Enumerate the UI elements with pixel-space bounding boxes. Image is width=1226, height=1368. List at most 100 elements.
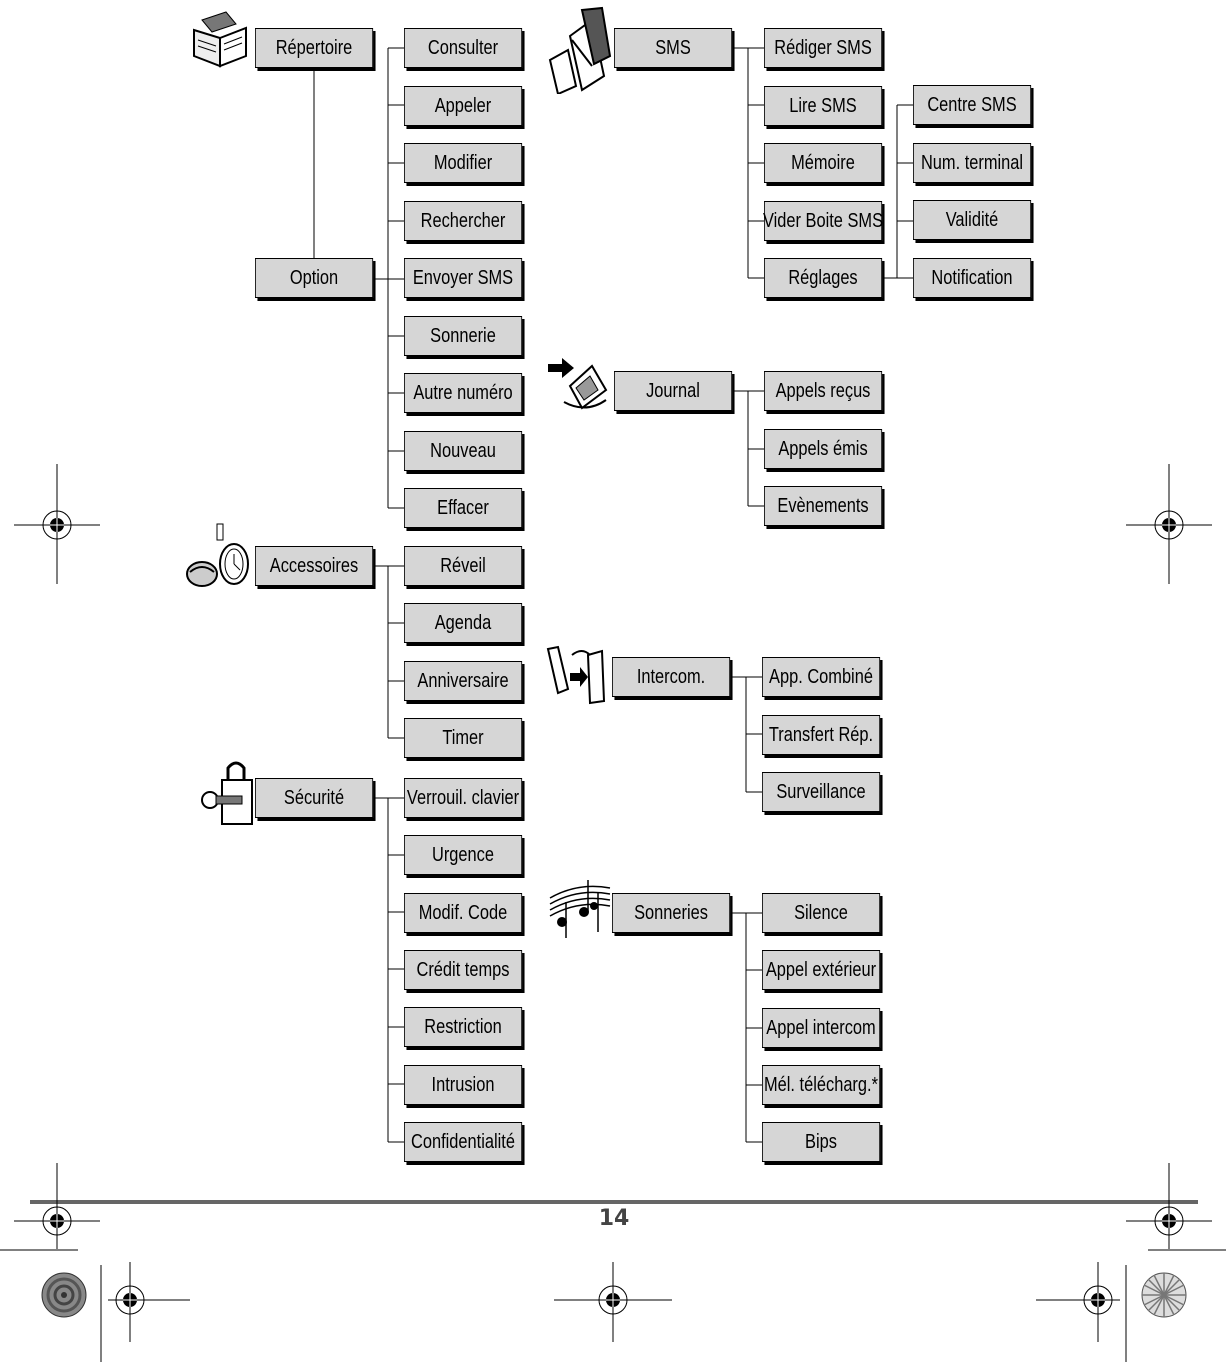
menu-item-sonnerie-label: Sonnerie xyxy=(430,324,496,347)
menu-item-consulter: Consulter xyxy=(404,28,522,68)
menu-item-rediger-sms: Rédiger SMS xyxy=(764,28,882,68)
registration-mark-icon xyxy=(554,1262,672,1342)
menu-item-appels-emis: Appels émis xyxy=(764,429,882,469)
color-wheel-icon xyxy=(41,1272,87,1318)
menu-item-lire-sms: Lire SMS xyxy=(764,86,882,126)
menu-item-nouveau: Nouveau xyxy=(404,431,522,471)
menu-item-appel-exterieur-label: Appel extérieur xyxy=(765,958,877,981)
menu-journal: Journal xyxy=(614,371,732,411)
menu-item-intrusion: Intrusion xyxy=(404,1065,522,1105)
menu-repertoire: Répertoire xyxy=(255,28,373,68)
menu-item-reglages-label: Réglages xyxy=(788,266,858,289)
handset-transfer-icon xyxy=(546,645,606,705)
menu-item-surveillance: Surveillance xyxy=(762,772,880,812)
menu-item-silence: Silence xyxy=(762,893,880,933)
menu-item-nouveau-label: Nouveau xyxy=(430,439,496,462)
padlock-key-icon xyxy=(201,761,253,825)
menu-item-num-terminal: Num. terminal xyxy=(913,143,1031,183)
menu-intercom: Intercom. xyxy=(612,657,730,697)
menu-item-reglages: Réglages xyxy=(764,258,882,298)
menu-item-urgence-label: Urgence xyxy=(431,843,494,866)
menu-item-centre-sms: Centre SMS xyxy=(913,85,1031,125)
menu-item-appel-intercom: Appel intercom xyxy=(762,1008,880,1048)
menu-item-bips-label: Bips xyxy=(805,1130,837,1153)
menu-item-effacer: Effacer xyxy=(404,488,522,528)
page-number: 14 xyxy=(598,1206,630,1231)
menu-securite: Sécurité xyxy=(255,778,373,818)
registration-mark-icon xyxy=(14,464,100,584)
menu-item-transfert-rep: Transfert Rép. xyxy=(762,715,880,755)
menu-item-appeler-label: Appeler xyxy=(434,94,492,117)
menu-item-agenda-label: Agenda xyxy=(434,611,492,634)
menu-item-appels-recus-label: Appels reçus xyxy=(775,379,871,402)
menu-item-vider-boite-sms: Vider Boite SMS xyxy=(763,201,883,241)
menu-item-centre-sms-label: Centre SMS xyxy=(927,93,1017,116)
menu-item-timer: Timer xyxy=(404,718,522,758)
menu-item-reveil-label: Réveil xyxy=(440,554,486,577)
menu-item-verrouil-clavier: Verrouil. clavier xyxy=(404,778,522,818)
call-log-icon xyxy=(548,358,608,410)
menu-item-envoyer-sms: Envoyer SMS xyxy=(404,258,522,298)
menu-item-confidentialite: Confidentialité xyxy=(404,1122,522,1162)
registration-mark-icon xyxy=(1126,1163,1212,1249)
menu-item-transfert-rep-label: Transfert Rép. xyxy=(768,723,874,746)
color-wheel-icon xyxy=(1141,1272,1187,1318)
menu-journal-label: Journal xyxy=(646,379,700,402)
menu-item-rediger-sms-label: Rédiger SMS xyxy=(774,36,872,59)
menu-item-lire-sms-label: Lire SMS xyxy=(789,94,857,117)
menu-sonneries-label: Sonneries xyxy=(634,901,708,924)
registration-mark-icon xyxy=(14,1163,100,1249)
menu-item-restriction-label: Restriction xyxy=(424,1015,502,1038)
menu-accessoires: Accessoires xyxy=(255,546,373,586)
menu-item-modif-code: Modif. Code xyxy=(404,893,522,933)
menu-item-memoire: Mémoire xyxy=(764,143,882,183)
menu-item-notification-label: Notification xyxy=(931,266,1013,289)
menu-item-validite-label: Validité xyxy=(945,208,999,231)
music-notes-icon xyxy=(549,880,611,938)
menu-item-mel-telecharg: Mél. télécharg.* xyxy=(762,1065,880,1105)
menu-item-verrouil-clavier-label: Verrouil. clavier xyxy=(406,786,520,809)
menu-item-validite: Validité xyxy=(913,200,1031,240)
menu-item-agenda: Agenda xyxy=(404,603,522,643)
menu-item-timer-label: Timer xyxy=(442,726,484,749)
alarm-clock-icon xyxy=(186,523,249,587)
menu-item-intrusion-label: Intrusion xyxy=(431,1073,495,1096)
letters-icon xyxy=(548,6,612,94)
menu-item-notification: Notification xyxy=(913,258,1031,298)
menu-item-credit-temps-label: Crédit temps xyxy=(416,958,510,981)
menu-item-appels-recus: Appels reçus xyxy=(764,371,882,411)
menu-item-urgence: Urgence xyxy=(404,835,522,875)
menu-item-appeler: Appeler xyxy=(404,86,522,126)
menu-item-restriction: Restriction xyxy=(404,1007,522,1047)
registration-mark-icon xyxy=(108,1262,190,1342)
menu-item-app-combine-label: App. Combiné xyxy=(769,665,873,688)
menu-sonneries: Sonneries xyxy=(612,893,730,933)
menu-item-rechercher: Rechercher xyxy=(404,201,522,241)
menu-item-surveillance-label: Surveillance xyxy=(776,780,866,803)
menu-item-appel-exterieur: Appel extérieur xyxy=(762,950,880,990)
menu-item-silence-label: Silence xyxy=(794,901,848,924)
menu-item-memoire-label: Mémoire xyxy=(791,151,855,174)
menu-item-app-combine: App. Combiné xyxy=(762,657,880,697)
menu-item-appel-intercom-label: Appel intercom xyxy=(766,1016,876,1039)
menu-item-num-terminal-label: Num. terminal xyxy=(920,151,1024,174)
menu-sms-label: SMS xyxy=(655,36,691,59)
registration-mark-icon xyxy=(1036,1262,1120,1342)
menu-item-autre-numero: Autre numéro xyxy=(404,373,522,413)
menu-item-credit-temps: Crédit temps xyxy=(404,950,522,990)
menu-item-modifier: Modifier xyxy=(404,143,522,183)
menu-item-confidentialite-label: Confidentialité xyxy=(411,1130,515,1153)
menu-item-reveil: Réveil xyxy=(404,546,522,586)
menu-item-envoyer-sms-label: Envoyer SMS xyxy=(412,266,514,289)
menu-item-anniversaire-label: Anniversaire xyxy=(417,669,509,692)
registration-mark-icon xyxy=(1126,464,1212,584)
menu-option: Option xyxy=(255,258,373,298)
menu-accessoires-label: Accessoires xyxy=(269,554,359,577)
menu-securite-label: Sécurité xyxy=(283,786,345,809)
menu-item-modif-code-label: Modif. Code xyxy=(418,901,508,924)
menu-item-anniversaire: Anniversaire xyxy=(404,661,522,701)
menu-item-appels-emis-label: Appels émis xyxy=(778,437,868,460)
menu-item-sonnerie: Sonnerie xyxy=(404,316,522,356)
menu-repertoire-label: Répertoire xyxy=(275,36,353,59)
